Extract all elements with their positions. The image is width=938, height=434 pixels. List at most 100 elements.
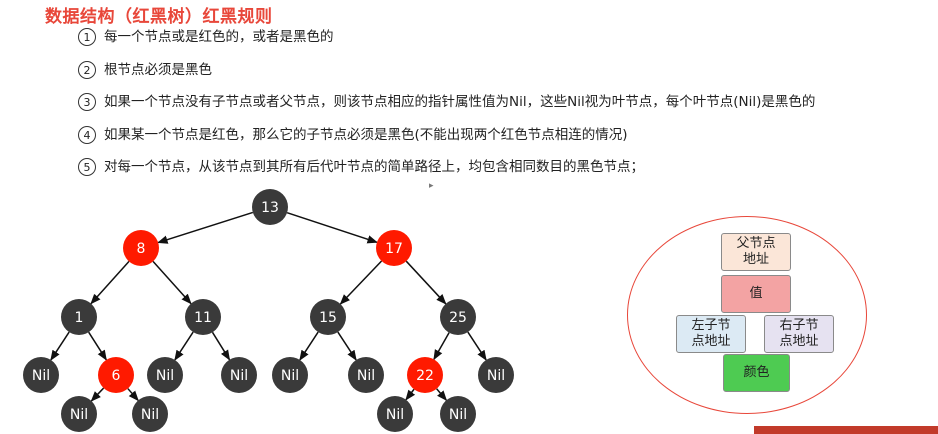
tree-edge-arrow: [127, 388, 139, 402]
tree-edge-arrow: [157, 211, 254, 244]
node-label: Nil: [70, 407, 88, 423]
tree-edge-arrow: [299, 331, 319, 361]
nil-leaf-node: Nil: [478, 357, 514, 393]
page-title: 数据结构（红黑树）红黑规则: [45, 7, 273, 27]
node-circle: [376, 230, 412, 266]
node-label: 15: [319, 310, 337, 326]
nil-leaf-node: Nil: [272, 357, 308, 393]
node-circle: [348, 357, 384, 393]
tree-edge-arrow: [433, 332, 450, 361]
nil-leaf-node: Nil: [221, 357, 257, 393]
tree-edge-arrow: [467, 331, 487, 361]
node-label: Nil: [141, 407, 159, 423]
node-circle: [221, 357, 257, 393]
tree-edge-arrow: [286, 211, 378, 244]
node-label: 6: [112, 368, 121, 384]
mouse-cursor-icon: ▸: [429, 181, 434, 191]
node-circle: [132, 396, 168, 432]
node-label: Nil: [357, 368, 375, 384]
node-label: 13: [261, 200, 279, 216]
nil-leaf-node: Nil: [147, 357, 183, 393]
color-field: 颜色: [723, 354, 790, 392]
tree-node-8: 8: [123, 230, 159, 266]
color-label: 颜色: [743, 365, 770, 380]
nil-leaf-node: Nil: [440, 396, 476, 432]
tree-edge-arrow: [405, 388, 416, 401]
rule-text: 对每一个节点，从该节点到其所有后代叶节点的简单路径上，均包含相同数目的黑色节点；: [104, 159, 644, 175]
node-circle: [61, 396, 97, 432]
tree-node-17: 17: [376, 230, 412, 266]
node-circle: [23, 357, 59, 393]
tree-edge-arrow: [90, 387, 105, 402]
tree-edge-arrow: [88, 331, 107, 361]
tree-node-6: 6: [98, 357, 134, 393]
tree-edge-arrow: [90, 260, 130, 305]
tree-node-13: 13: [252, 189, 288, 225]
tree-node-15: 15: [310, 299, 346, 335]
node-label: 8: [137, 241, 146, 257]
node-label: 17: [385, 241, 403, 257]
node-label: Nil: [230, 368, 248, 384]
tree-edge-arrow: [337, 331, 357, 361]
tree-edge-arrow: [436, 388, 448, 402]
parent-address-field: 父节点 地址: [721, 233, 791, 271]
tree-node-1: 1: [61, 299, 97, 335]
rule-item: 1 每一个节点或是红色的，或者是黑色的: [78, 25, 938, 58]
tree-edge-arrow: [152, 260, 192, 305]
nil-leaf-node: Nil: [377, 396, 413, 432]
node-circle: [61, 299, 97, 335]
rule-text: 每一个节点或是红色的，或者是黑色的: [104, 29, 334, 45]
nil-leaf-node: Nil: [348, 357, 384, 393]
node-label: 11: [194, 310, 212, 326]
node-circle: [123, 230, 159, 266]
rule-number: 3: [78, 93, 96, 111]
rule-number: 4: [78, 125, 96, 144]
rule-item: 4 如果某一个节点是红色，那么它的子节点必须是黑色(不能出现两个红色节点相连的情况…: [78, 123, 938, 156]
tree-node-25: 25: [440, 299, 476, 335]
rule-item: 5 对每一个节点，从该节点到其所有后代叶节点的简单路径上，均包含相同数目的黑色节点…: [78, 155, 938, 188]
node-circle: [147, 357, 183, 393]
node-circle: [252, 189, 288, 225]
parent-address-label: 父节点 地址: [736, 236, 776, 267]
node-circle: [440, 299, 476, 335]
rule-number: 5: [78, 158, 96, 176]
rule-number: 1: [78, 28, 96, 46]
tree-node-11: 11: [185, 299, 221, 335]
node-label: 1: [75, 310, 84, 326]
value-field: 值: [721, 275, 791, 313]
node-structure-diagram: 父节点 地址 值 左子节 点地址 右子节 点地址 颜色: [627, 216, 867, 414]
node-label: 22: [416, 368, 434, 384]
rule-text: 如果某一个节点是红色，那么它的子节点必须是黑色(不能出现两个红色节点相连的情况): [104, 126, 628, 143]
value-label: 值: [749, 286, 763, 301]
tree-edge-arrow: [174, 331, 194, 361]
node-label: Nil: [487, 368, 505, 384]
node-circle: [478, 357, 514, 393]
node-circle: [407, 357, 443, 393]
tree-edge-arrow: [211, 331, 231, 361]
node-label: 25: [449, 310, 467, 326]
nil-leaf-node: Nil: [132, 396, 168, 432]
right-child-address-field: 右子节 点地址: [764, 315, 834, 353]
node-label: Nil: [32, 368, 50, 384]
tree-edge-arrow: [50, 331, 70, 361]
left-child-address-field: 左子节 点地址: [676, 315, 746, 353]
tree-edge-arrow: [405, 260, 447, 305]
node-label: Nil: [156, 368, 174, 384]
right-child-address-label: 右子节 点地址: [779, 318, 819, 349]
node-label: Nil: [386, 407, 404, 423]
node-circle: [440, 396, 476, 432]
node-circle: [377, 396, 413, 432]
node-circle: [310, 299, 346, 335]
tree-edge-arrow: [339, 260, 383, 305]
rule-number: 2: [78, 60, 96, 79]
node-label: Nil: [281, 368, 299, 384]
node-label: Nil: [449, 407, 467, 423]
node-circle: [272, 357, 308, 393]
corner-banner: [754, 426, 938, 434]
nil-leaf-node: Nil: [61, 396, 97, 432]
tree-node-22: 22: [407, 357, 443, 393]
